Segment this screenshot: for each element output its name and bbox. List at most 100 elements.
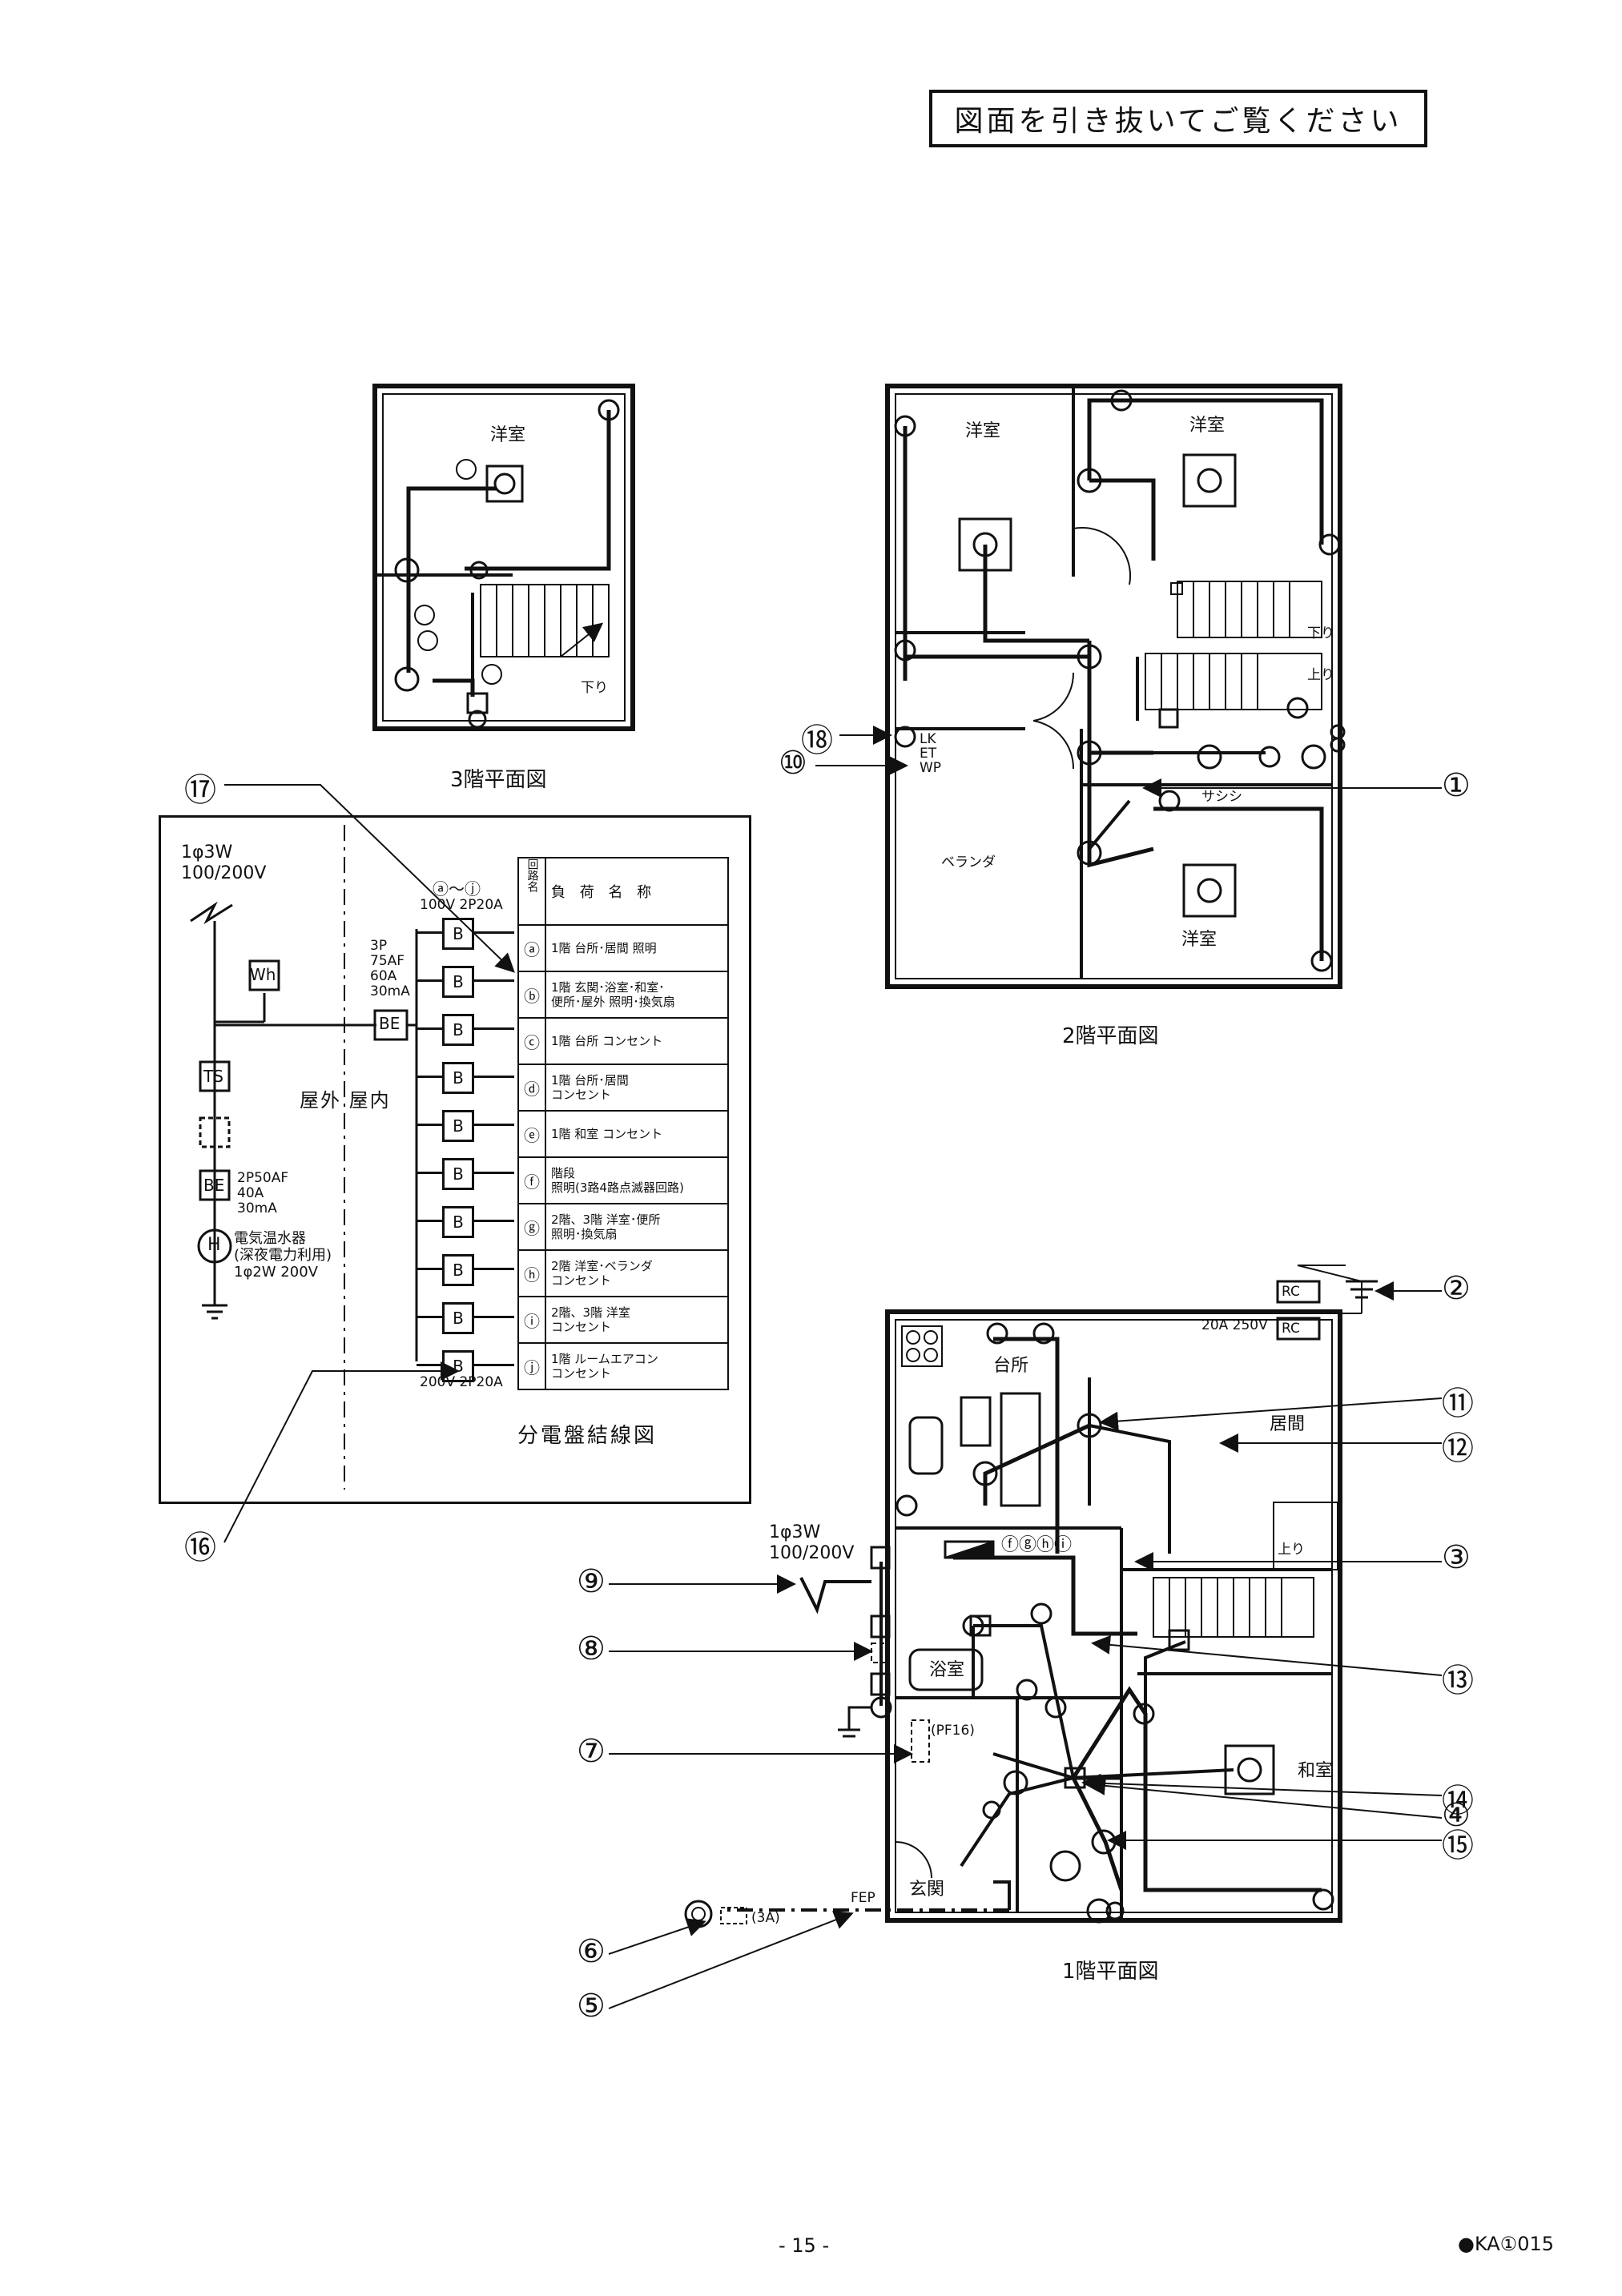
floor2-wp-label-lk: LK [920, 731, 936, 747]
breaker-lead-out [474, 1172, 514, 1174]
supply-line1: 1φ3W [181, 842, 233, 863]
load-name: 1階 和室 コンセント [545, 1110, 729, 1158]
floor1-rc-rating: 20A 250V [1201, 1317, 1268, 1333]
breaker-lead-in [417, 1027, 442, 1030]
callout-14: ⑭ [1442, 1783, 1474, 1820]
main-breaker-sensitivity: 30mA [370, 983, 410, 999]
floor1-service-line2: 100/200V [769, 1543, 854, 1563]
callout-2: ② [1442, 1270, 1471, 1307]
circuit-id: ⓕ [517, 1156, 546, 1204]
floor2-room-label-1: 洋室 [965, 421, 1000, 441]
breaker-lead-out [474, 1316, 514, 1318]
breaker-box: B [442, 1350, 474, 1382]
floor1-room-living: 居間 [1270, 1414, 1305, 1434]
floor2-plan [885, 384, 1346, 989]
load-name: 1階 玄関･浴室･和室･ 便所･屋外 照明･換気扇 [545, 971, 729, 1019]
floor2-down-label: 下り [1307, 625, 1334, 641]
heater-breaker-sensitivity: 30mA [237, 1200, 277, 1216]
breaker-lead-in [417, 1076, 442, 1078]
breaker-box: B [442, 966, 474, 998]
callout-9: ⑨ [577, 1563, 606, 1600]
breaker-lead-out [474, 1268, 514, 1270]
main-breaker-spec: 3P 75AF 60A 30mA [370, 939, 410, 999]
load-name: 2階、3階 洋室･便所 照明･換気扇 [545, 1203, 729, 1251]
callout-5: ⑤ [577, 1988, 606, 2025]
circuit-id: ⓒ [517, 1017, 546, 1065]
load-name: 2階、3階 洋室 コンセント [545, 1296, 729, 1344]
floor1-plan [684, 1265, 1378, 1928]
heater-label: 電気温水器 (深夜電力利用) 1φ2W 200V [234, 1230, 332, 1281]
floor1-room-entrance: 玄関 [909, 1880, 944, 1900]
heater-symbol: H [207, 1235, 221, 1255]
branch-rating-200v: 200V 2P20A [420, 1374, 503, 1390]
callout-15: ⑮ [1442, 1828, 1474, 1864]
callout-1: ① [1442, 767, 1471, 804]
floor1-up-label: 上り [1278, 1542, 1305, 1558]
document-code: ●KA①015 [1458, 2233, 1554, 2255]
branch-breaker: B [417, 1254, 517, 1286]
heater-breaker-rating: 40A [237, 1185, 264, 1201]
circuit-id: ⓐ [517, 924, 546, 972]
floor1-service-line1: 1φ3W [769, 1522, 821, 1542]
callout-7: ⑦ [577, 1733, 606, 1770]
breaker-box: B [442, 1254, 474, 1286]
breaker-lead-out [474, 1076, 514, 1078]
floor1-room-washitsu: 和室 [1298, 1761, 1333, 1781]
floor1-circuits-tag: ⓕⓖⓗⓘ [1001, 1535, 1072, 1555]
heater-breaker-frame: 2P50AF [237, 1170, 289, 1186]
load-name: 2階 洋室･ベランダ コンセント [545, 1249, 729, 1297]
branch-header: ⓐ〜ⓙ [433, 879, 481, 899]
floor1-rc-label-2: RC [1282, 1321, 1300, 1337]
main-breaker-poles: 3P [370, 938, 388, 954]
breaker-box: B [442, 1158, 474, 1190]
floor3-down-label: 下り [581, 680, 608, 696]
callout-3: ③ [1442, 1539, 1471, 1576]
page-number: - 15 - [779, 2234, 830, 2257]
wh-meter-label: Wh [250, 965, 276, 984]
branch-breaker: B [417, 1014, 517, 1046]
heater-note: (深夜電力利用) [234, 1247, 332, 1264]
callout-13: ⑬ [1442, 1663, 1474, 1699]
callout-12: ⑫ [1442, 1430, 1474, 1467]
load-name-header: 負 荷 名 称 [545, 857, 729, 926]
floor3-plan [372, 384, 635, 731]
ts-label: TS [203, 1067, 223, 1086]
callout-leaders [223, 726, 1443, 2009]
breaker-box: B [442, 1206, 474, 1238]
circuit-id: ⓗ [517, 1249, 546, 1297]
breaker-lead-in [417, 931, 442, 934]
schematic-caption: 分電盤結線図 [517, 1424, 658, 1448]
breaker-lead-out [474, 1027, 514, 1030]
breaker-box: B [442, 1302, 474, 1334]
breaker-box: B [442, 1062, 474, 1094]
branch-breaker: B [417, 1110, 517, 1142]
circuit-id: ⓔ [517, 1110, 546, 1158]
load-name: 1階 台所･居間 照明 [545, 924, 729, 972]
breaker-lead-out [474, 1124, 514, 1126]
branch-breaker: B [417, 1206, 517, 1238]
floor1-caption: 1階平面図 [1062, 1960, 1159, 1984]
branch-rating: 100V 2P20A [420, 897, 503, 913]
circuit-id: ⓙ [517, 1342, 546, 1390]
breaker-lead-in [417, 1364, 442, 1366]
main-breaker-rating: 60A [370, 968, 397, 984]
breaker-lead-in [417, 1268, 442, 1270]
callout-8: ⑧ [577, 1631, 606, 1667]
load-name: 1階 台所･居間 コンセント [545, 1064, 729, 1112]
breaker-lead-in [417, 1220, 442, 1222]
floor2-wp-label-wp: WP [920, 760, 941, 776]
distribution-board-schematic [159, 815, 751, 1504]
circuit-id: ⓓ [517, 1064, 546, 1112]
breaker-lead-in [417, 1124, 442, 1126]
load-name: 1階 ルームエアコン コンセント [545, 1342, 729, 1390]
supply-label: 1φ3W 100/200V [181, 842, 266, 884]
